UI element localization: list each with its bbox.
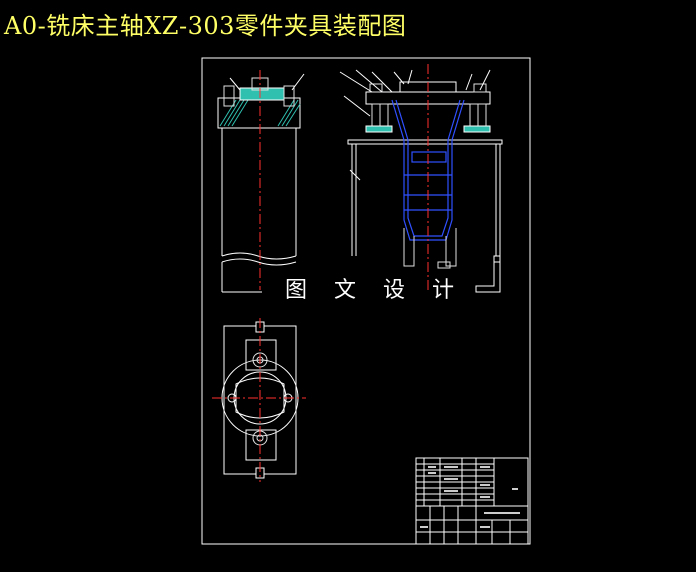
left-hatching: [219, 99, 301, 127]
watermark-text: 图 文 设 计: [285, 278, 464, 303]
frame-top: [347, 139, 503, 145]
left-view: [217, 70, 305, 293]
left-bolt-2: [283, 85, 295, 107]
sheet-border: [201, 57, 531, 545]
left-bolt-1: [223, 85, 235, 107]
drawing-title: A0-铣床主轴XZ-303零件夹具装配图: [4, 12, 407, 40]
plan-view: [212, 318, 306, 482]
right-bracket: [475, 262, 501, 293]
collet: [403, 228, 457, 269]
title-block: [415, 457, 529, 545]
right-view: [339, 64, 503, 293]
